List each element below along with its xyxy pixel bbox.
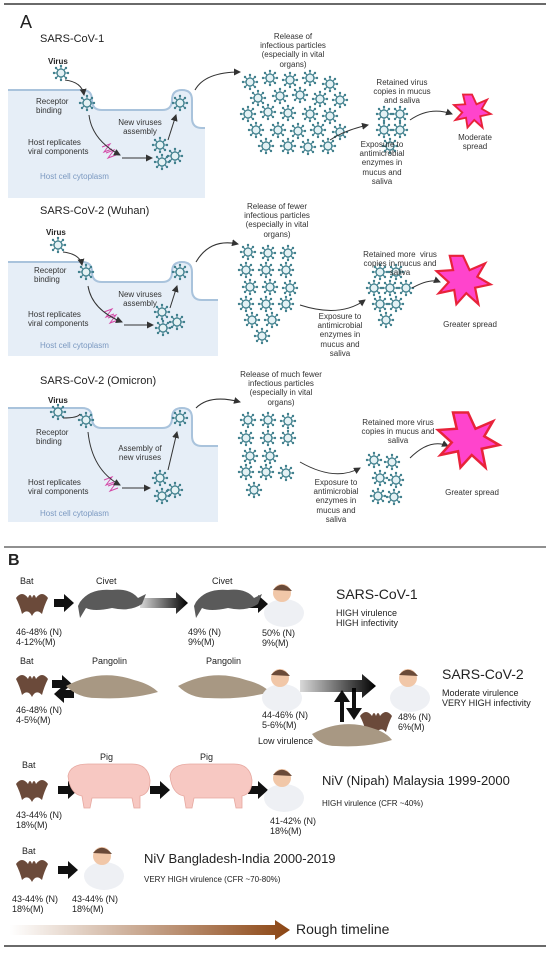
b2-low-virulence: Low virulence: [258, 736, 314, 746]
row2-assembly-label: New viruses assembly: [118, 290, 162, 309]
b3-description: HIGH virulence (CFR ~40%): [322, 799, 424, 808]
b3-pig1-label: Pig: [100, 752, 114, 762]
b1-civet1-label: Civet: [96, 576, 117, 586]
b4-human-percent: 43-44% (N) 18%(M): [72, 894, 119, 915]
b4-description: VERY HIGH virulence (CFR ~70-80%): [144, 875, 281, 884]
row3-assembly-label: Assembly of new viruses: [118, 444, 162, 463]
row1-host-label: Host replicates viral components: [28, 138, 89, 157]
row3-release-label: Release of much fewer infectious particl…: [240, 370, 322, 407]
row2-receptor-label: Receptor binding: [34, 266, 67, 285]
b3-virus-name: NiV (Nipah) Malaysia 1999-2000: [322, 773, 510, 788]
row1-receptor-label: Receptor binding: [36, 97, 69, 116]
row1-retained-label: Retained virus copies in mucus and saliv…: [373, 78, 431, 106]
row2-spread-label: Greater spread: [443, 320, 497, 329]
timeline-label: Rough timeline: [296, 921, 390, 937]
row1-spread-label: Moderate spread: [458, 133, 492, 152]
row2-host-label: Host replicates viral components: [28, 310, 89, 329]
b4-virus-name: NiV Bangladesh-India 2000-2019: [144, 851, 336, 866]
row2-retained-label: Retained more virus copies in mucus and …: [363, 250, 437, 278]
b2-description: Moderate virulence VERY HIGH infectivity: [442, 688, 531, 709]
row2-cytoplasm-label: Host cell cytoplasm: [40, 341, 109, 350]
row1-title: SARS-CoV-1: [40, 33, 105, 45]
b2-pangolin2-label: Pangolin: [206, 656, 242, 666]
row3-receptor-label: Receptor binding: [36, 428, 69, 447]
panel-b-letter: B: [8, 552, 20, 569]
row3-virus-label: Virus: [48, 396, 68, 405]
row3-title: SARS-CoV-2 (Omicron): [40, 375, 157, 387]
b1-bat-percent: 46-48% (N) 4-12%(M): [16, 627, 63, 648]
b1-civet2-label: Civet: [212, 576, 233, 586]
row3-retained-label: Retained more virus copies in mucus and …: [361, 418, 435, 446]
b1-bat-label: Bat: [20, 576, 34, 586]
row3-host-label: Host replicates viral components: [28, 478, 89, 497]
b2-bat-label: Bat: [20, 656, 34, 666]
row3-spread-label: Greater spread: [445, 488, 499, 497]
b1-human-percent: 50% (N) 9%(M): [262, 628, 296, 649]
b2-human1-percent: 44-46% (N) 5-6%(M): [262, 710, 309, 731]
b1-virus-name: SARS-CoV-1: [336, 586, 418, 602]
b4-bat-percent: 43-44% (N) 18%(M): [12, 894, 59, 915]
row1-release-label: Release of infectious particles (especia…: [260, 32, 326, 69]
b2-pangolin1-label: Pangolin: [92, 656, 128, 666]
b2-virus-name: SARS-CoV-2: [442, 666, 524, 682]
row1-cytoplasm-label: Host cell cytoplasm: [40, 172, 109, 181]
b1-description: HIGH virulence HIGH infectivity: [336, 608, 399, 629]
row1-cell: [8, 88, 205, 198]
row2-exposure-label: Exposure to antimicrobial enzymes in muc…: [317, 312, 363, 358]
b3-bat-label: Bat: [22, 760, 36, 770]
row2-virus-label: Virus: [46, 228, 66, 237]
row3-cytoplasm-label: Host cell cytoplasm: [40, 509, 109, 518]
row1-assembly-label: New viruses assembly: [118, 118, 162, 137]
b3-human-percent: 41-42% (N) 18%(M): [270, 816, 317, 837]
row3-exposure-label: Exposure to antimicrobial enzymes in muc…: [313, 478, 359, 524]
b4-bat-label: Bat: [22, 846, 36, 856]
b2-bat-percent: 46-48% (N) 4-5%(M): [16, 705, 63, 726]
row1-virus-label: Virus: [48, 57, 68, 66]
panel-a-letter: A: [20, 12, 33, 32]
b3-pig2-label: Pig: [200, 752, 214, 762]
b2-human2-percent: 48% (N) 6%(M): [398, 712, 432, 733]
row2-title: SARS-CoV-2 (Wuhan): [40, 205, 150, 217]
b1-civet-percent: 49% (N) 9%(M): [188, 627, 222, 648]
b3-bat-percent: 43-44% (N) 18%(M): [16, 810, 63, 831]
row1-exposure-label: Exposure to antimicrobial enzymes in muc…: [359, 140, 405, 186]
row2-release-label: Release of fewer infectious particles (e…: [244, 202, 310, 239]
